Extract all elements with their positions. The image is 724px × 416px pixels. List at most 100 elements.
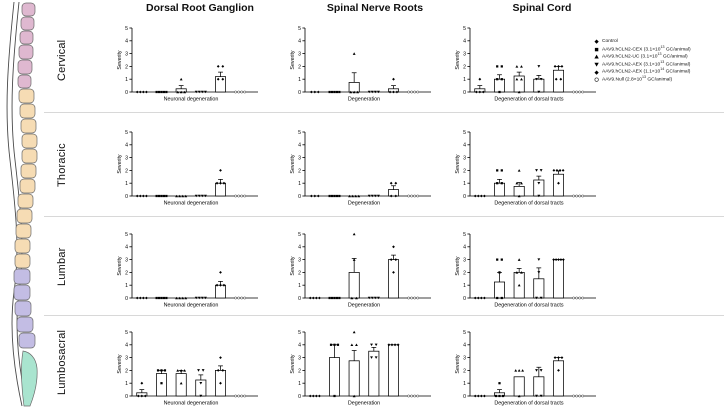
bar-group-1 — [494, 65, 505, 94]
data-point — [175, 194, 178, 198]
row-label-thoracic: Thoracic — [56, 143, 68, 187]
svg-text:1: 1 — [298, 283, 301, 289]
data-point — [498, 382, 501, 385]
data-point — [330, 296, 334, 300]
data-point — [572, 394, 575, 398]
data-point — [413, 394, 417, 398]
spine-illustration — [6, 1, 38, 407]
data-point — [496, 78, 499, 81]
bar-group-5 — [234, 296, 247, 300]
bar-group-3 — [367, 296, 380, 300]
svg-text:3: 3 — [463, 52, 466, 58]
data-point — [313, 90, 317, 94]
data-point — [517, 90, 521, 94]
data-point — [165, 90, 168, 94]
data-point — [560, 356, 564, 359]
data-point — [517, 258, 521, 261]
bar-group-1 — [329, 343, 340, 398]
bar-group-2 — [513, 258, 525, 299]
data-point — [328, 194, 331, 198]
data-point — [204, 296, 207, 300]
data-point — [559, 77, 563, 81]
data-point — [581, 194, 585, 198]
data-point — [572, 296, 575, 300]
y-axis-label: Severity — [117, 354, 123, 373]
data-point — [367, 194, 371, 198]
data-point — [329, 343, 333, 346]
svg-text:1: 1 — [463, 77, 466, 83]
bar-group-2 — [513, 369, 525, 398]
legend-marker-open-circle-icon — [594, 77, 602, 82]
data-point — [338, 194, 341, 198]
svg-text:4: 4 — [298, 343, 301, 349]
legend-marker-square-icon — [594, 47, 602, 52]
data-point — [517, 394, 521, 398]
data-point — [479, 394, 483, 398]
data-point — [219, 169, 222, 172]
y-axis-label: Severity — [455, 154, 461, 173]
svg-text:2: 2 — [298, 270, 301, 276]
data-point — [410, 296, 413, 300]
bar-group-5 — [234, 394, 247, 398]
svg-text:1: 1 — [298, 77, 301, 83]
legend-marker-triangle-down-icon — [594, 62, 602, 67]
data-point — [575, 194, 578, 198]
svg-text:4: 4 — [125, 143, 128, 149]
svg-text:0: 0 — [463, 90, 466, 96]
svg-text:0: 0 — [463, 296, 466, 302]
data-point — [476, 194, 480, 198]
data-point — [557, 65, 560, 68]
data-point — [157, 296, 161, 300]
svg-text:1: 1 — [298, 181, 301, 187]
data-point — [410, 394, 413, 398]
bar-group-0 — [136, 381, 148, 398]
data-point — [535, 77, 538, 81]
data-point — [311, 296, 315, 300]
data-point — [162, 296, 166, 300]
data-point — [336, 343, 340, 346]
data-point — [178, 194, 182, 198]
svg-text:2: 2 — [298, 368, 301, 374]
svg-text:3: 3 — [298, 52, 301, 58]
bar-group-2 — [513, 169, 525, 198]
data-point — [349, 90, 353, 94]
data-point — [517, 369, 521, 372]
y-axis-label: Severity — [117, 50, 123, 69]
data-point — [328, 90, 331, 94]
bar-group-1 — [328, 194, 341, 198]
data-point — [234, 194, 237, 198]
data-point — [194, 90, 198, 94]
svg-text:2: 2 — [463, 368, 466, 374]
data-point — [145, 296, 148, 300]
bar-group-5 — [407, 296, 420, 300]
legend-item-1: AAV9.hCLN2-CEX (3.1×1013 GC/animal) — [594, 45, 691, 54]
data-point — [377, 194, 380, 198]
data-point — [243, 194, 247, 198]
data-point — [407, 296, 410, 300]
bar-group-4 — [552, 258, 565, 299]
data-point — [392, 90, 395, 94]
data-point — [140, 381, 144, 385]
data-point — [416, 296, 420, 300]
data-point — [160, 194, 163, 198]
row-divider — [44, 216, 724, 217]
data-point — [200, 296, 204, 300]
bar-group-3 — [194, 296, 207, 300]
data-point — [183, 90, 187, 94]
data-point — [197, 194, 201, 198]
data-point — [145, 90, 148, 94]
svg-text:5: 5 — [125, 130, 128, 136]
data-point — [374, 356, 378, 359]
data-point — [314, 296, 318, 300]
x-axis-label: Neuronal degeneration — [164, 97, 219, 103]
data-point — [135, 194, 139, 198]
svg-text:0: 0 — [125, 394, 128, 400]
data-point — [377, 90, 380, 94]
bar-group-3 — [367, 194, 380, 198]
